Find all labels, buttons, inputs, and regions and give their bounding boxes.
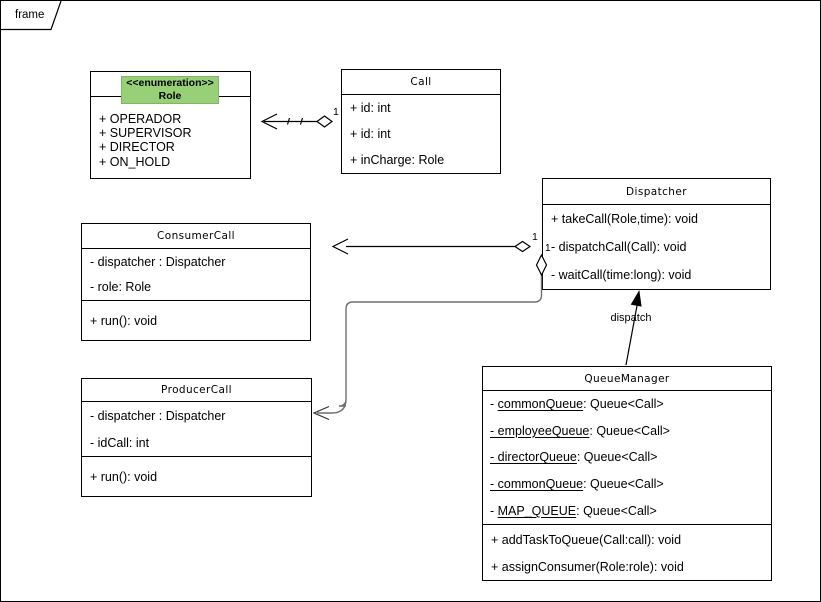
open-arrowhead — [331, 238, 349, 255]
consumercall-title: ConsumerCall — [82, 224, 310, 249]
attribute-row: - commonQueue: Queue<Call> — [483, 391, 771, 418]
dispatcher-methods: + takeCall(Role,time): void - dispatchCa… — [543, 205, 770, 289]
queuemanager-attributes: - commonQueue: Queue<Call> - employeeQue… — [483, 391, 771, 524]
attr-static-name: - directorQueue — [490, 450, 577, 465]
attr-prefix: - — [490, 503, 498, 518]
method-row: - dispatchCall(Call): void — [551, 240, 687, 254]
consumercall-attributes: - dispatcher : Dispatcher - role: Role — [82, 249, 310, 300]
queuemanager-methods: + addTaskToQueue(Call:call): void + assi… — [483, 524, 771, 580]
role-enum-label: <<enumeration>> Role — [121, 76, 219, 104]
aggregation-diamond — [513, 240, 532, 253]
attribute-row: + inCharge: Role — [350, 153, 445, 167]
edge-queue-to-dispatcher — [625, 290, 642, 366]
attribute-row: + id: int — [350, 101, 391, 115]
producercall-title: ProducerCall — [82, 379, 311, 402]
attribute-row: - directorQueue: Queue<Call> — [483, 444, 771, 471]
producercall-attributes: - dispatcher : Dispatcher - idCall: int — [82, 402, 311, 456]
multiplicity-label: 1 — [333, 106, 339, 118]
attr-type: : Queue<Call> — [583, 477, 664, 492]
attr-prefix: - — [490, 397, 498, 412]
attr-type: : Queue<Call> — [576, 503, 657, 518]
frame-label: frame — [15, 9, 45, 21]
edge-dispatcher-to-consumer — [331, 238, 532, 255]
open-arrowhead — [260, 113, 278, 130]
call-attributes: + id: int + id: int + inCharge: Role — [342, 95, 500, 173]
method-row: + run(): void — [90, 469, 158, 484]
multiplicity-label: 1 — [532, 231, 538, 243]
call-title: Call — [342, 70, 500, 95]
class-box-call: Call + id: int + id: int + inCharge: Rol… — [341, 69, 501, 174]
method-row: + run(): void — [90, 313, 158, 328]
producercall-methods: + run(): void — [82, 456, 311, 496]
role-name: Role — [158, 90, 182, 102]
method-row: + assignConsumer(Role:role): void — [491, 559, 684, 574]
attribute-row: + id: int — [350, 127, 391, 141]
class-box-consumercall: ConsumerCall - dispatcher : Dispatcher -… — [81, 223, 311, 341]
attr-static-name: - employeeQueue — [490, 423, 590, 438]
dispatch-edge-label: dispatch — [610, 312, 652, 324]
attr-static-name: MAP_QUEUE — [497, 503, 577, 518]
class-box-queuemanager: QueueManager - commonQueue: Queue<Call> … — [482, 366, 772, 581]
attribute-row: - employeeQueue: Queue<Call> — [483, 418, 771, 445]
method-row: + addTaskToQueue(Call:call): void — [491, 533, 682, 548]
attr-static-name: commonQueue — [497, 397, 584, 412]
method-row: + takeCall(Role,time): void — [551, 212, 698, 226]
class-box-producercall: ProducerCall - dispatcher : Dispatcher -… — [81, 378, 312, 497]
enum-literal: + SUPERVISOR — [99, 126, 192, 141]
attr-type: : Queue<Call> — [576, 450, 658, 465]
attribute-row: - role: Role — [90, 280, 152, 295]
dispatcher-title: Dispatcher — [543, 179, 770, 205]
edge-ticks — [286, 117, 304, 125]
attribute-row: - dispatcher : Dispatcher — [90, 254, 226, 269]
multiplicity-label: 1 — [545, 243, 551, 254]
consumercall-methods: + run(): void — [82, 300, 310, 340]
attribute-row: - commonQueue: Queue<Call> — [483, 471, 771, 498]
class-box-dispatcher: Dispatcher + takeCall(Role,time): void -… — [542, 178, 771, 290]
filled-arrowhead — [630, 290, 642, 307]
open-arrowhead — [312, 405, 330, 421]
attr-type: : Queue<Call> — [589, 423, 670, 438]
enum-literal: + DIRECTOR — [99, 140, 175, 155]
attribute-row: - idCall: int — [90, 435, 150, 450]
attribute-row: - MAP_QUEUE: Queue<Call> — [483, 497, 771, 524]
aggregation-diamond — [315, 115, 334, 128]
enum-literal: + OPERADOR — [99, 112, 182, 126]
attribute-row: - dispatcher : Dispatcher — [90, 408, 226, 423]
edge-call-to-role — [260, 113, 334, 130]
class-box-role: <<enumeration>> Role + OPERADOR + SUPERV… — [90, 71, 251, 179]
role-literals: + OPERADOR + SUPERVISOR + DIRECTOR + ON_… — [91, 97, 250, 178]
attr-type: : Queue<Call> — [583, 397, 664, 412]
queuemanager-title: QueueManager — [483, 367, 771, 391]
attr-static-name: - commonQueue — [490, 477, 584, 492]
role-stereotype: <<enumeration>> — [126, 77, 214, 89]
method-row: - waitCall(time:long): void — [551, 268, 692, 282]
enum-literal: + ON_HOLD — [99, 154, 171, 169]
